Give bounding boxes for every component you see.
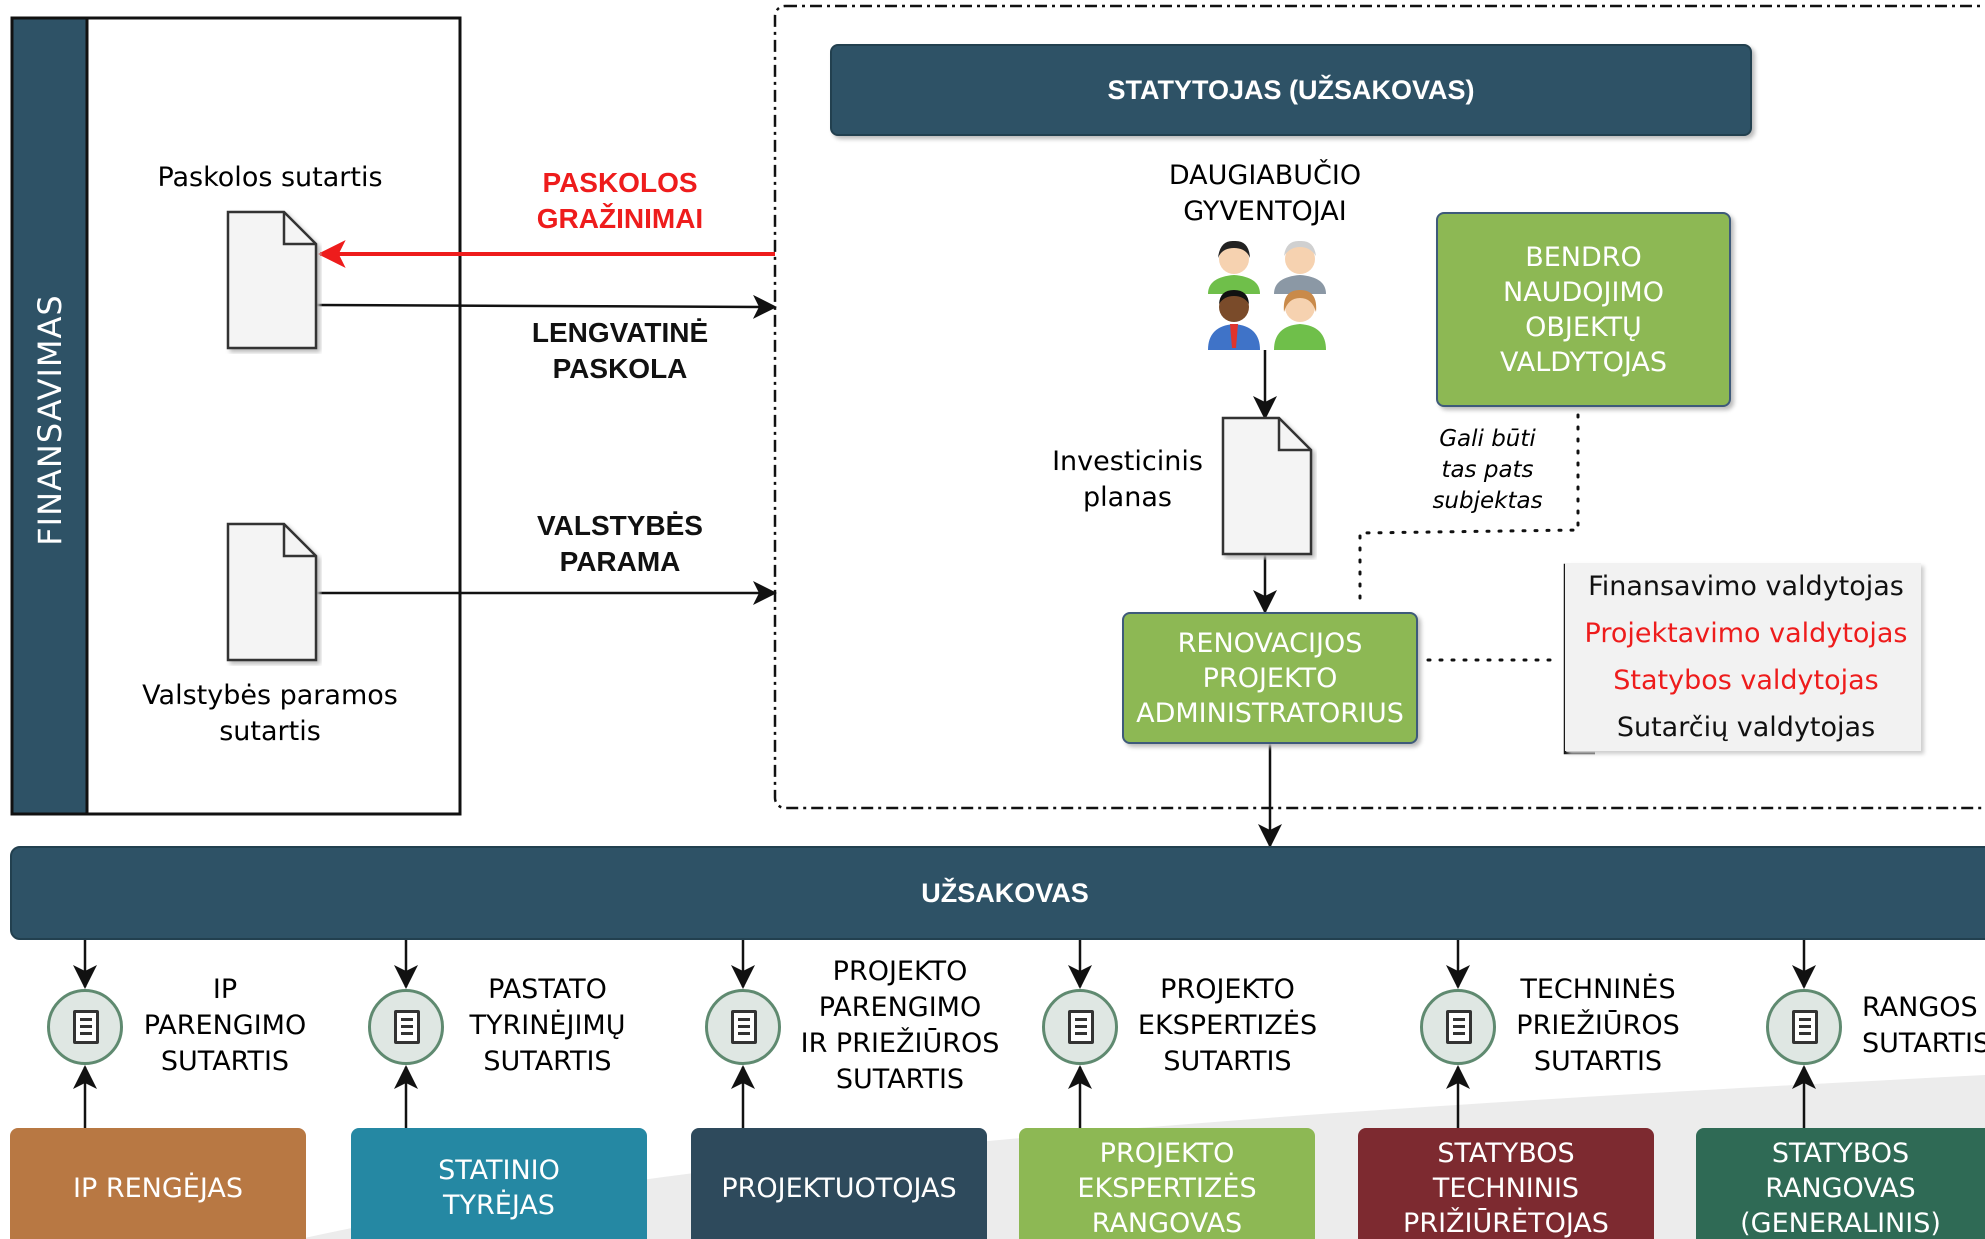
contract-icon-building-survey bbox=[368, 989, 444, 1065]
residents-label: DAUGIABUČIO GYVENTOJAI bbox=[1168, 160, 1362, 227]
contract-label-building-survey: PASTATO TYRINĖJIMŲ SUTARTIS bbox=[469, 974, 626, 1077]
role-contracts-manager: Sutarčių valdytojas bbox=[1616, 712, 1876, 743]
role-finance-manager: Finansavimo valdytojas bbox=[1588, 571, 1904, 602]
soft-loan-label: LENGVATINĖ PASKOLA bbox=[531, 317, 709, 384]
party-ip-preparer: IP RENGĖJAS bbox=[10, 1128, 306, 1239]
contract-icon-construction bbox=[1766, 989, 1842, 1065]
investment-plan-label: Investicinis planas bbox=[1052, 446, 1203, 513]
loan-agreement-icon bbox=[226, 210, 318, 350]
contract-icon-ip-preparation bbox=[47, 989, 123, 1065]
manager-roles-list: Finansavimo valdytojas Projektavimo vald… bbox=[1565, 563, 1921, 751]
soft-loan-arrow bbox=[315, 294, 777, 319]
contract-label-construction: RANGOS SUTARTIS bbox=[1862, 992, 1985, 1059]
loan-repayments-label: PASKOLOS GRAŽINIMAI bbox=[536, 167, 704, 234]
investment-plan-icon bbox=[1221, 416, 1313, 556]
contract-icon-project-design bbox=[705, 989, 781, 1065]
contract-arrows bbox=[73, 940, 1816, 1128]
contract-label-ip-preparation: IP PARENGIMO SUTARTIS bbox=[143, 974, 307, 1077]
common-property-manager-box: BENDRO NAUDOJIMO OBJEKTŲ VALDYTOJAS bbox=[1436, 212, 1731, 407]
developer-title-box: STATYTOJAS (UŽSAKOVAS) bbox=[830, 44, 1752, 136]
residents-people-icon bbox=[1208, 240, 1326, 350]
contract-label-project-design: PROJEKTO PARENGIMO IR PRIEŽIŪROS SUTARTI… bbox=[800, 956, 1000, 1095]
state-support-agreement-label: Valstybės paramos sutartis bbox=[142, 680, 398, 747]
state-support-label: VALSTYBĖS PARAMA bbox=[537, 510, 703, 577]
contract-label-technical-supervision: TECHNINĖS PRIEŽIŪROS SUTARTIS bbox=[1516, 974, 1680, 1077]
same-entity-note: Gali būti tas pats subjektas bbox=[1432, 426, 1543, 514]
contract-icon-project-expertise bbox=[1042, 989, 1118, 1065]
loan-agreement-label: Paskolos sutartis bbox=[157, 162, 383, 193]
contract-label-project-expertise: PROJEKTO EKSPERTIZĖS SUTARTIS bbox=[1137, 974, 1318, 1077]
role-design-manager: Projektavimo valdytojas bbox=[1584, 618, 1908, 649]
client-bar: UŽSAKOVAS bbox=[10, 846, 1985, 940]
renovation-project-admin-box: RENOVACIJOS PROJEKTO ADMINISTRATORIUS bbox=[1122, 612, 1418, 744]
state-support-agreement-icon bbox=[226, 522, 318, 662]
finance-vertical-title: FINANSAVIMAS bbox=[31, 294, 69, 546]
developer-region bbox=[773, 4, 1985, 810]
role-construction-manager: Statybos valdytojas bbox=[1613, 665, 1879, 696]
contract-icon-technical-supervision bbox=[1420, 989, 1496, 1065]
party-designer: PROJEKTUOTOJAS bbox=[691, 1128, 987, 1239]
finance-panel-band bbox=[10, 16, 89, 816]
